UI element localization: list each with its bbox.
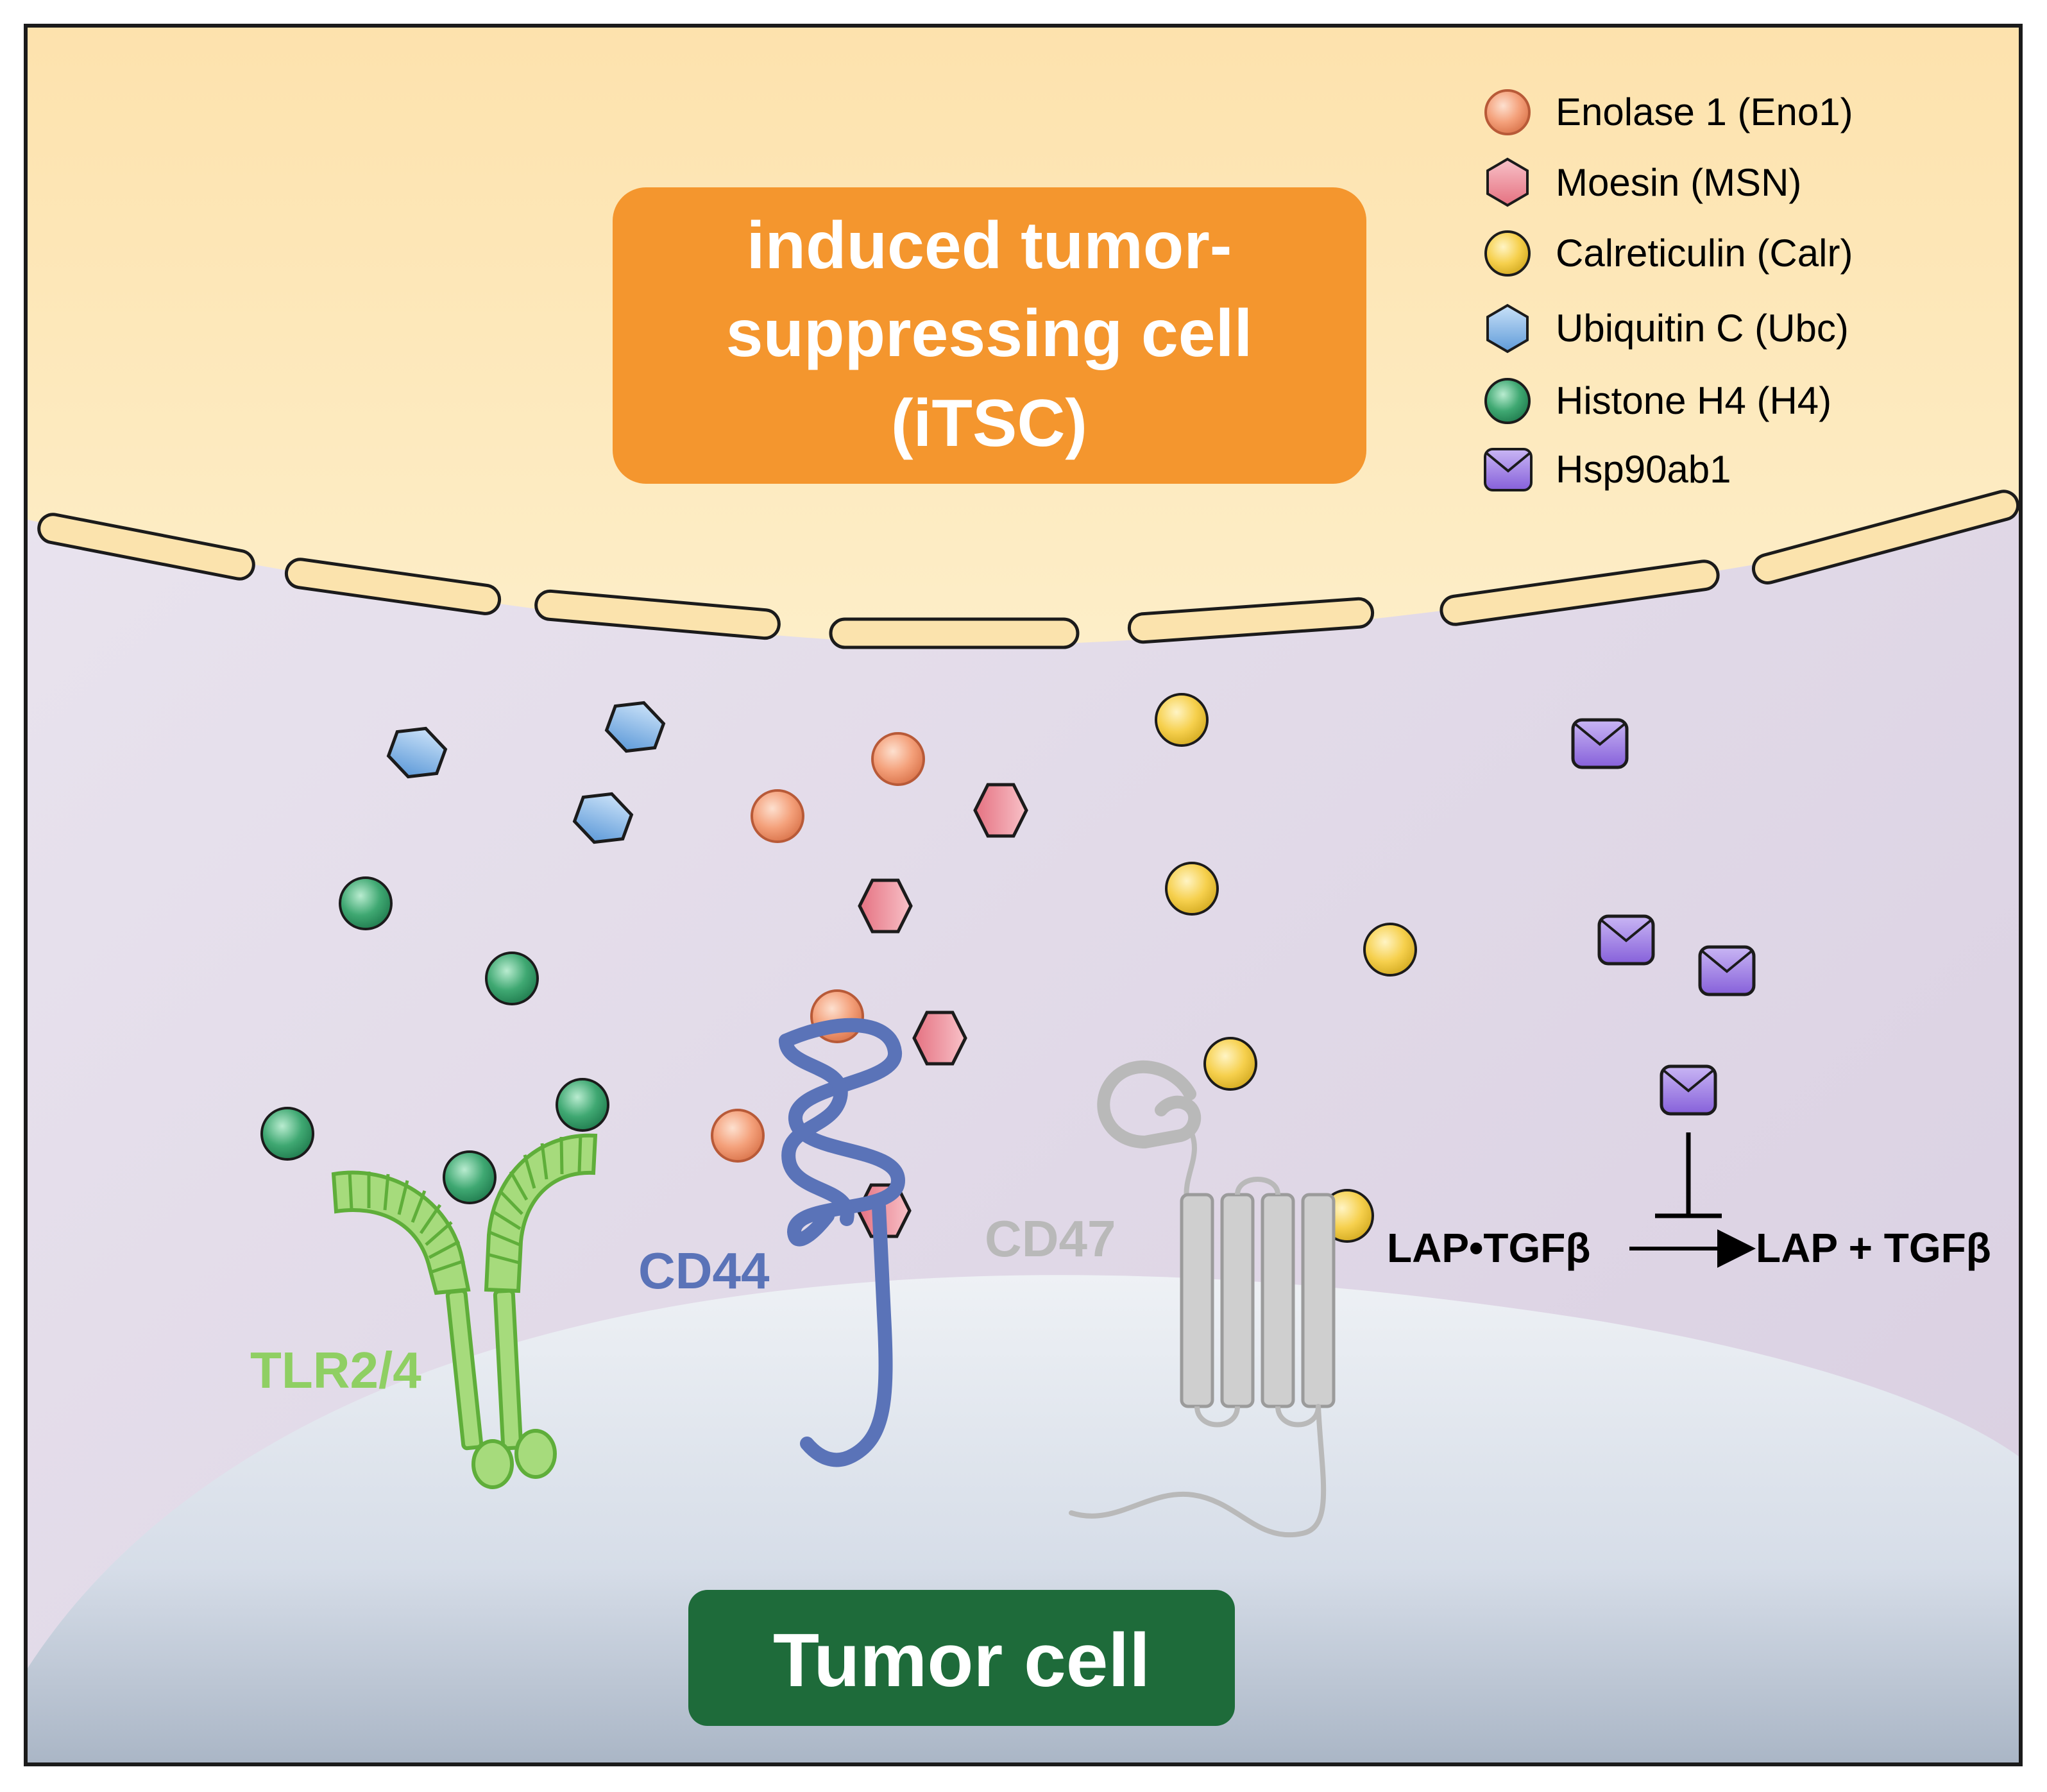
secreted-molecules — [260, 693, 1756, 1243]
calr-molecule — [1165, 862, 1219, 916]
eno1-molecule — [871, 732, 925, 786]
legend-label: Moesin (MSN) — [1556, 161, 1801, 204]
tlr-right-tir — [514, 1429, 557, 1479]
legend-label: Histone H4 (H4) — [1556, 379, 1831, 422]
hsp90ab1-molecule — [1698, 945, 1756, 996]
itsc-title-line3: (iTSC) — [891, 386, 1087, 461]
cube-fold — [1485, 452, 1531, 473]
cd47-helix — [1180, 1193, 1214, 1408]
h4-molecule — [443, 1150, 497, 1204]
membrane-segment — [284, 558, 502, 615]
legend-item-hsp90ab1: Hsp90ab1 — [1484, 448, 1731, 491]
legend-item-h4: Histone H4 (H4) — [1484, 378, 1831, 424]
itsc-membrane — [37, 490, 2020, 649]
msn-molecule — [973, 783, 1028, 838]
membrane-segment — [829, 617, 1080, 649]
cd47-transmembrane-helices — [1180, 1193, 1336, 1408]
ubc-hexagon-icon — [1486, 303, 1529, 354]
h4-sphere-icon — [1484, 378, 1531, 424]
membrane-segment — [534, 589, 781, 640]
cd47-helix — [1261, 1193, 1295, 1408]
legend: Enolase 1 (Eno1) Moesin (MSN) Calreticul… — [1484, 89, 1853, 491]
legend-item-msn: Moesin (MSN) — [1486, 157, 1801, 207]
itsc-label-box: induced tumor- suppressing cell (iTSC) — [613, 187, 1366, 484]
reaction-substrate: LAP•TGFβ — [1387, 1225, 1590, 1271]
calr-molecule — [1203, 1037, 1257, 1091]
cd44-transmembrane — [800, 1199, 893, 1467]
eno1-sphere-icon — [1484, 89, 1531, 135]
reaction-product: LAP + TGFβ — [1756, 1225, 1991, 1271]
cd44-label: CD44 — [638, 1242, 770, 1299]
tlr-left-stalk — [445, 1288, 484, 1451]
tlr-label: TLR2/4 — [250, 1342, 421, 1399]
msn-molecule — [858, 878, 913, 934]
cd44-receptor — [779, 1018, 905, 1467]
msn-hexagon-icon — [1486, 157, 1529, 207]
h4-molecule — [339, 876, 393, 930]
cd47-tail — [1069, 1404, 1327, 1538]
ubc-molecule — [572, 792, 634, 844]
cd47-helix — [1220, 1193, 1255, 1408]
membrane-segment — [1440, 559, 1720, 626]
tumor-box — [688, 1590, 1235, 1726]
membrane-segment — [37, 513, 255, 581]
legend-item-calr: Calreticulin (Calr) — [1484, 230, 1853, 277]
legend-item-ubc: Ubiquitin C (Ubc) — [1486, 303, 1849, 354]
tlr-left-ribs — [348, 1171, 465, 1274]
membrane-segment — [1752, 490, 2020, 585]
cd47-ig-domain — [1097, 1060, 1202, 1149]
tgfb-activation: LAP•TGFβ LAP + TGFβ — [1387, 1132, 1991, 1271]
legend-label: Enolase 1 (Eno1) — [1556, 90, 1853, 133]
h4-molecule — [556, 1078, 609, 1132]
h4-molecule — [485, 951, 539, 1005]
tlr-receptor — [331, 1133, 598, 1489]
calr-molecule — [1155, 693, 1209, 747]
itsc-box — [613, 187, 1366, 484]
eno1-molecule — [711, 1109, 765, 1163]
legend-label: Calreticulin (Calr) — [1556, 232, 1853, 275]
hsp90ab1-molecule — [1660, 1064, 1717, 1116]
cd44-ectodomain — [779, 1018, 905, 1247]
cd47-receptor — [1069, 1060, 1336, 1538]
legend-label: Hsp90ab1 — [1556, 448, 1731, 491]
legend-item-eno1: Enolase 1 (Eno1) — [1484, 89, 1853, 135]
calr-sphere-icon — [1484, 230, 1531, 277]
msn-molecule — [912, 1011, 967, 1066]
membrane-segment — [1127, 597, 1375, 644]
calr-molecule — [1363, 923, 1417, 977]
cd47-linker — [1184, 1128, 1197, 1200]
cd44-wavy-chain — [779, 1034, 854, 1226]
tumor-cell-title: Tumor cell — [773, 1618, 1150, 1703]
cd47-label: CD47 — [985, 1210, 1116, 1267]
h4-molecule — [260, 1107, 314, 1161]
ubc-molecule — [604, 701, 666, 753]
tlr-right-stalk — [493, 1288, 523, 1451]
itsc-title-line2: suppressing cell — [726, 296, 1253, 371]
ubc-molecule — [386, 726, 448, 779]
eno1-molecule — [751, 789, 804, 843]
tlr-right-ribs — [487, 1134, 582, 1265]
tumor-cell-label-box: Tumor cell — [688, 1590, 1235, 1726]
hsp90ab1-molecule — [1571, 718, 1629, 769]
tlr-left-tir — [471, 1439, 514, 1489]
legend-label: Ubiquitin C (Ubc) — [1556, 307, 1849, 350]
itsc-title-line1: induced tumor- — [747, 209, 1232, 283]
tumor-cell-region — [28, 1275, 2019, 1762]
cd47-helix — [1301, 1193, 1336, 1408]
hsp90ab1-molecule — [1597, 914, 1655, 966]
